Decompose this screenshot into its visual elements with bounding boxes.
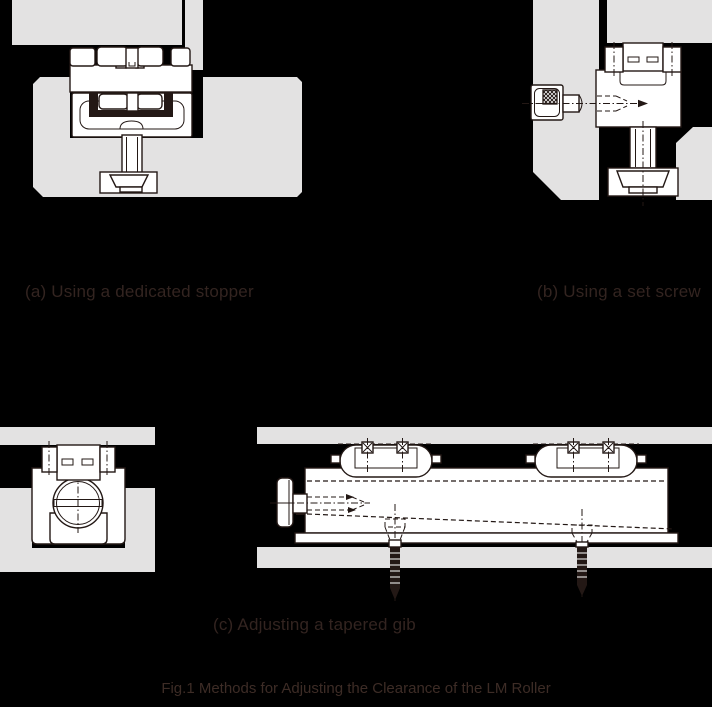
lm-roller-unit-b (595, 42, 682, 128)
figure-caption: Fig.1 Methods for Adjusting the Clearanc… (161, 680, 551, 697)
machine-bed-c2 (257, 547, 712, 568)
machine-bed-a (33, 77, 302, 197)
diagram-c-side-view (257, 427, 712, 601)
set-screw (522, 84, 648, 121)
gib-adjustment-screw (270, 477, 370, 528)
label-a: (a) Using a dedicated stopper (25, 282, 254, 301)
diagram-a-dedicated-stopper (12, 0, 302, 197)
stopper-bolt-a (99, 134, 158, 194)
mounting-screw-1 (384, 504, 406, 601)
machine-bed-c1 (0, 488, 155, 572)
diagram-b-set-screw (522, 0, 712, 206)
mounting-screw-2 (571, 509, 593, 598)
machine-table-c1 (0, 427, 155, 445)
label-c: (c) Adjusting a tapered gib (213, 615, 416, 634)
machine-table-a (12, 0, 203, 70)
tapered-gib-plate (294, 467, 679, 544)
stopper-bolt-b (607, 121, 679, 206)
label-b: (b) Using a set screw (537, 282, 701, 301)
lm-roller-side-2 (525, 438, 647, 478)
diagram-c-cross-section (0, 427, 155, 572)
machine-table-c2 (257, 427, 712, 444)
lm-roller-unit-a (69, 46, 193, 138)
lm-roller-side-1 (330, 438, 442, 478)
lm-roller-unit-c (31, 441, 126, 545)
